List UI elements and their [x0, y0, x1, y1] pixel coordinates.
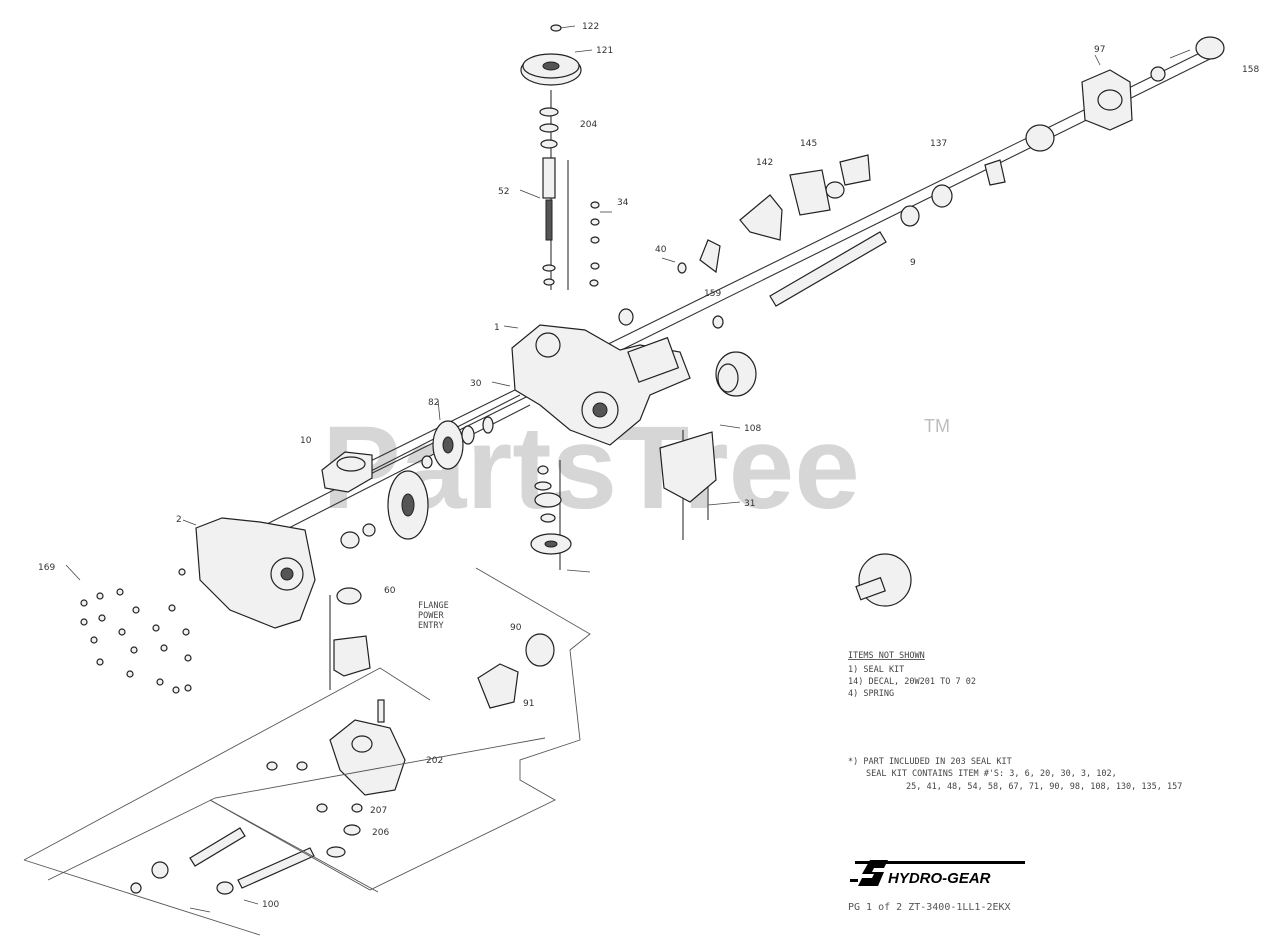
- seal-kit-note-line-1: *) PART INCLUDED IN 203 SEAL KIT: [848, 757, 1012, 767]
- bolt-set: [80, 568, 192, 694]
- callout-137: 137: [930, 139, 947, 149]
- drum-part: [715, 351, 757, 397]
- seal-kit-note-line-3: 25, 41, 48, 54, 58, 67, 71, 90, 98, 108,…: [906, 782, 1182, 792]
- flange-note-line-2: POWER: [418, 611, 444, 621]
- flange-note-line-1: FLANGE: [418, 601, 449, 611]
- lower-shaft-stack: [530, 465, 572, 555]
- items-not-shown-line-3: 4) SPRING: [848, 689, 894, 699]
- trunnion-part: [321, 451, 373, 493]
- hydro-gear-logo-text: HYDRO-GEAR: [888, 870, 991, 887]
- flange-note-line-3: ENTRY: [418, 621, 444, 631]
- page-footer: PG 1 of 2 ZT-3400-1LL1-2EKX: [848, 902, 1011, 913]
- callout-122: 122: [582, 22, 599, 32]
- items-not-shown-line-1: 1) SEAL KIT: [848, 665, 904, 675]
- seals-bearings: [336, 36, 1225, 605]
- callout-82: 82: [428, 398, 439, 408]
- callout-52: 52: [498, 187, 509, 197]
- callout-158: 158: [1242, 65, 1259, 75]
- callout-90: 90: [510, 623, 522, 633]
- seal-kit-note: *) PART INCLUDED IN 203 SEAL KIT SEAL KI…: [848, 757, 1182, 792]
- pulley-assembly: [520, 24, 582, 86]
- gears: [387, 416, 494, 540]
- callout-121: 121: [596, 46, 613, 56]
- input-shaft-stack: [539, 107, 600, 287]
- callout-9: 9: [910, 258, 916, 268]
- callout-31: 31: [744, 499, 755, 509]
- sub-assembly-boxes: [23, 567, 591, 936]
- callout-91: 91: [523, 699, 534, 709]
- hub-part: [855, 553, 912, 607]
- callout-142: 142: [756, 158, 773, 168]
- callout-40: 40: [655, 245, 667, 255]
- hydro-gear-logo: HYDRO-GEAR: [850, 860, 1025, 887]
- callout-60: 60: [384, 586, 396, 596]
- items-not-shown-line-2: 14) DECAL, 20W201 TO 7 02: [848, 677, 976, 687]
- callout-159: 159: [704, 289, 721, 299]
- callout-97: 97: [1094, 45, 1105, 55]
- items-not-shown: ITEMS NOT SHOWN 1) SEAL KIT 14) DECAL, 2…: [848, 651, 976, 699]
- bracket-part: [659, 431, 717, 503]
- main-housing: [511, 324, 691, 446]
- lower-shafts: [130, 761, 363, 895]
- hydro-gear-emblem-icon: [858, 860, 888, 886]
- callout-34: 34: [617, 198, 629, 208]
- seal-kit-note-line-2: SEAL KIT CONTAINS ITEM #'S: 3, 6, 20, 30…: [866, 769, 1117, 779]
- callout-204: 204: [580, 120, 597, 130]
- pump-assembly: [329, 633, 555, 796]
- callout-207: 207: [370, 806, 387, 816]
- flange-note: FLANGE POWER ENTRY: [418, 601, 449, 631]
- items-not-shown-heading: ITEMS NOT SHOWN: [848, 651, 925, 661]
- callout-206: 206: [372, 828, 389, 838]
- callout-2: 2: [176, 515, 182, 525]
- callout-labels: 122 121 204 52 34 40 1 30 82 2 169 60 90…: [38, 22, 1259, 910]
- callout-108: 108: [744, 424, 761, 434]
- side-cover: [195, 517, 316, 629]
- leader-lines: [65, 25, 1191, 913]
- callout-10: 10: [300, 436, 312, 446]
- callout-145: 145: [800, 139, 817, 149]
- callout-202: 202: [426, 756, 443, 766]
- watermark-tm: TM: [924, 416, 950, 436]
- callout-100: 100: [262, 900, 279, 910]
- right-axle-components: [699, 69, 1133, 307]
- callout-1: 1: [494, 323, 500, 333]
- callout-30: 30: [470, 379, 482, 389]
- callout-169: 169: [38, 563, 55, 573]
